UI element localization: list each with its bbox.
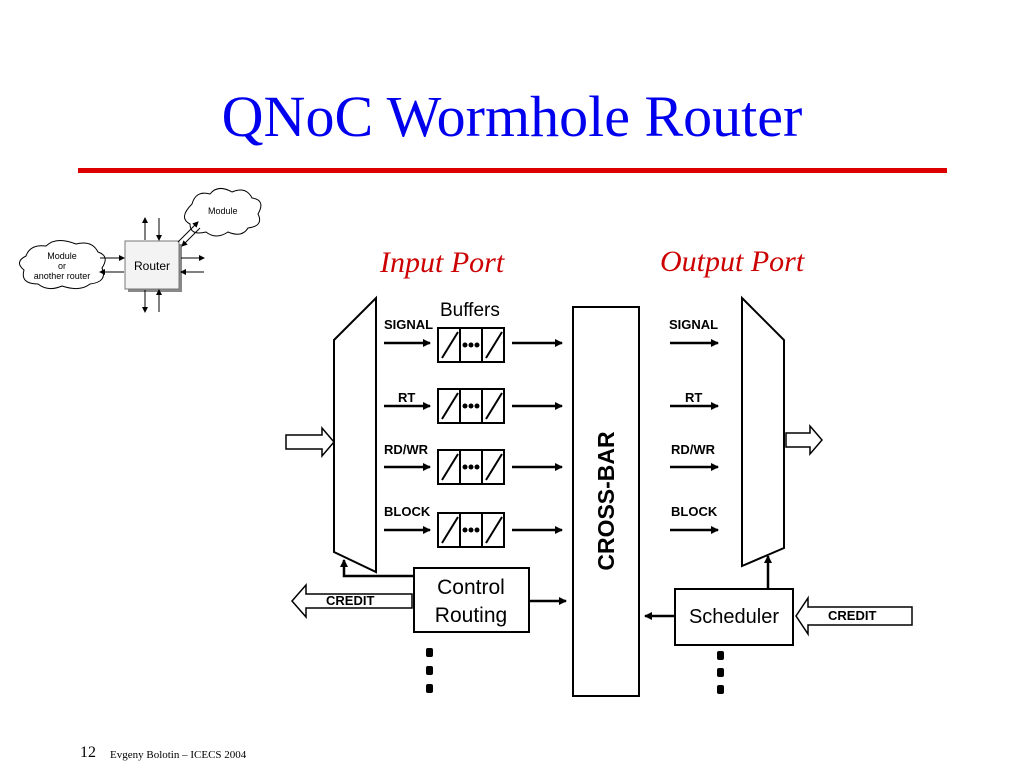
slide-title: QNoC Wormhole Router (221, 84, 803, 149)
inset-diagram: Module Module or another router Router (19, 188, 262, 313)
output-mux (741, 295, 785, 568)
buffers-label: Buffers (440, 300, 500, 321)
crossbar-box (572, 306, 640, 697)
output-port-label: Output Port (660, 245, 805, 278)
input-port-label: Input Port (380, 246, 505, 279)
module-left-line3: another router (34, 271, 91, 281)
control-label: Control (437, 576, 505, 599)
buffer-3 (437, 449, 505, 485)
scheduler-box (674, 588, 794, 646)
page-number: 12 (80, 744, 96, 761)
input-mux (333, 295, 377, 574)
buffer-1 (437, 327, 505, 363)
rdwr-in-label: RD/WR (384, 442, 429, 457)
credit-right-arrow (795, 595, 913, 637)
module-top-text: Module (208, 206, 238, 216)
buffer-4 (437, 512, 505, 548)
credit-right-label: CREDIT (828, 608, 876, 623)
module-cloud-left (19, 240, 106, 290)
routing-label: Routing (435, 604, 507, 627)
rt-out-label: RT (685, 390, 702, 405)
scheduler-ellipsis-dots (717, 651, 724, 694)
signal-out-label: SIGNAL (669, 317, 718, 332)
title-underline (78, 168, 947, 173)
buffer-2 (437, 388, 505, 424)
router-label: Router (134, 259, 170, 273)
control-ellipsis-dots (426, 648, 433, 693)
input-signal-lanes: SIGNAL RT (384, 317, 563, 548)
router-box (124, 240, 180, 290)
module-left-line2: or (58, 261, 66, 271)
credit-left-arrow (291, 583, 413, 619)
output-signal-lanes: SIGNAL RT RD/WR BLOCK (669, 317, 719, 534)
credit-left-label: CREDIT (326, 593, 374, 608)
control-routing-box (413, 567, 530, 633)
module-left-line1: Module (47, 251, 77, 261)
rdwr-out-label: RD/WR (671, 442, 716, 457)
module-cloud-top (184, 188, 262, 237)
block-in-label: BLOCK (384, 504, 431, 519)
crossbar-label: CROSS-BAR (593, 431, 619, 571)
block-out-label: BLOCK (671, 504, 718, 519)
footer-text: Evgeny Bolotin – ICECS 2004 (110, 749, 247, 761)
output-hollow-arrow (785, 423, 823, 457)
input-hollow-arrow (285, 425, 335, 459)
scheduler-label: Scheduler (689, 606, 779, 628)
rt-in-label: RT (398, 390, 415, 405)
signal-in-label: SIGNAL (384, 317, 433, 332)
